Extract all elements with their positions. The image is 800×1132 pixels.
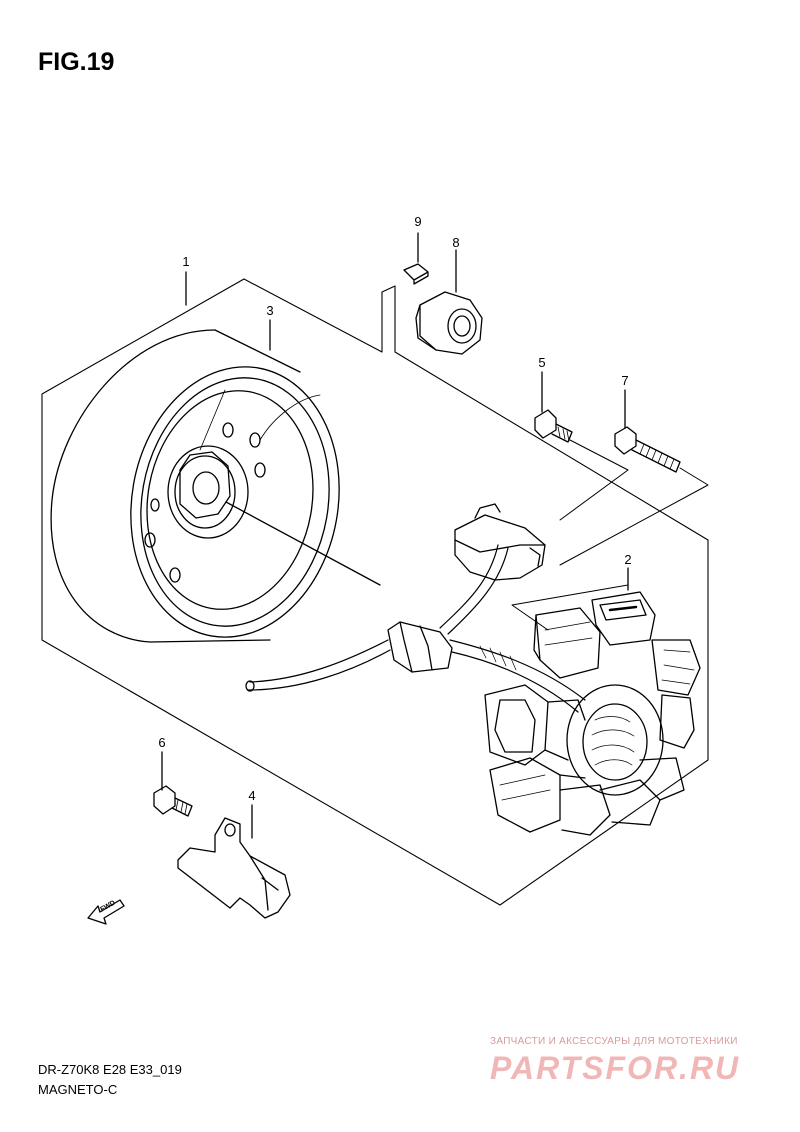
callout-2: 2 bbox=[624, 552, 632, 567]
bolt-5 bbox=[534, 409, 573, 443]
rotor-outer-shell bbox=[50, 329, 271, 643]
diagram-code: DR-Z70K8 E28 E33_019 bbox=[38, 1062, 182, 1077]
bolt-7 bbox=[614, 426, 681, 473]
callout-6: 6 bbox=[158, 735, 166, 750]
callout-4: 4 bbox=[248, 788, 256, 803]
flywheel-rotor bbox=[50, 329, 381, 643]
callout-5: 5 bbox=[538, 355, 546, 370]
assembly-group-outline bbox=[41, 278, 709, 906]
woodruff-key bbox=[403, 263, 429, 285]
rotor-face bbox=[146, 390, 314, 610]
flywheel-nut bbox=[415, 291, 483, 355]
stator-center bbox=[582, 703, 648, 781]
callout-9: 9 bbox=[414, 214, 422, 229]
rotor-hub bbox=[174, 455, 236, 529]
forward-direction-arrow bbox=[87, 899, 125, 925]
watermark-brand: PARTSFOR.RU bbox=[490, 1050, 741, 1086]
wire-harness bbox=[245, 503, 586, 713]
callout-1: 1 bbox=[182, 254, 190, 269]
bolt-6 bbox=[153, 785, 193, 817]
watermark-tagline: ЗАПЧАСТИ И АКСЕССУАРЫ ДЛЯ МОТОТЕХНИКИ bbox=[490, 1036, 738, 1047]
callout-8: 8 bbox=[452, 235, 460, 250]
callout-3: 3 bbox=[266, 303, 274, 318]
wire-clamp bbox=[177, 817, 291, 919]
rotor-rim bbox=[130, 366, 340, 638]
wire-connector bbox=[454, 514, 546, 581]
stator-coil bbox=[484, 591, 701, 836]
callout-7: 7 bbox=[621, 373, 629, 388]
diagram-name: MAGNETO-C bbox=[38, 1082, 118, 1097]
figure-title: FIG.19 bbox=[38, 48, 115, 76]
